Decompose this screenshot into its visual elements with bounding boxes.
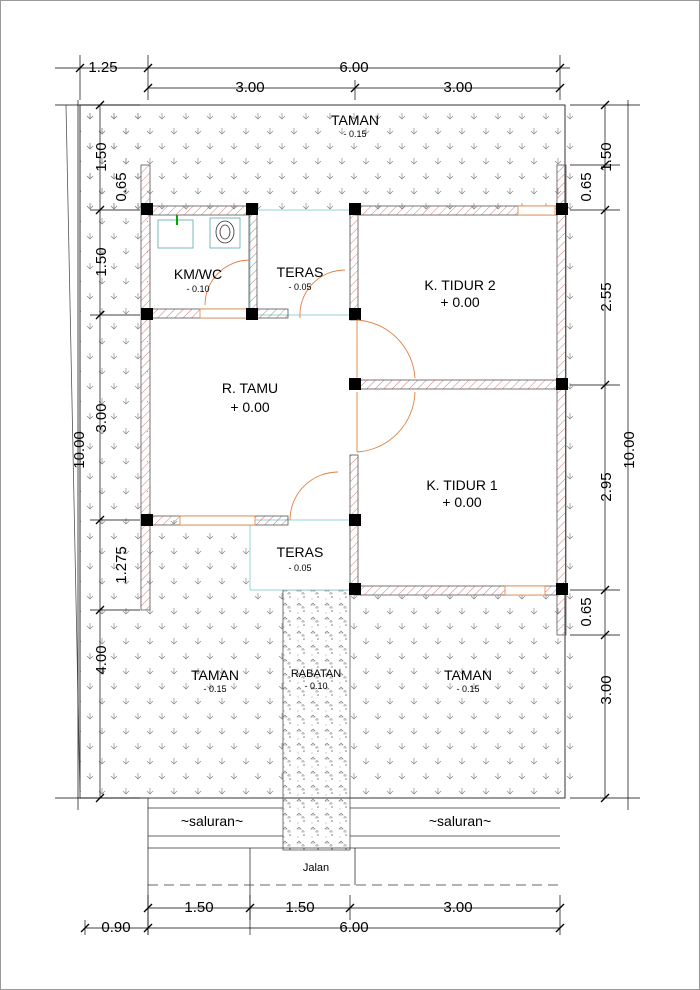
dim-top-total: 6.00 bbox=[339, 59, 368, 76]
dim-right-5: 0.65 bbox=[578, 597, 595, 626]
rabatan-path bbox=[282, 589, 351, 851]
dim-bottom-total: 6.00 bbox=[339, 919, 368, 936]
dim-bottom-1: 1.50 bbox=[184, 899, 213, 916]
room-name-taman-right: TAMAN bbox=[444, 667, 492, 683]
room-name-r-tamu: R. TAMU bbox=[222, 380, 278, 396]
teras-bottom-floor bbox=[249, 519, 351, 591]
room-level-k-tidur-1: + 0.00 bbox=[442, 494, 482, 510]
bathroom-fixtures bbox=[157, 215, 241, 249]
interior-floor bbox=[150, 209, 565, 591]
toilet bbox=[215, 220, 235, 244]
garden-left-strip bbox=[80, 105, 148, 798]
room-name-taman-left: TAMAN bbox=[191, 667, 239, 683]
dim-right-1: 1.50 bbox=[598, 142, 615, 171]
dim-left-3: 1.50 bbox=[93, 247, 110, 276]
dim-bottom-3: 3.00 bbox=[443, 899, 472, 916]
teras-top-floor bbox=[249, 209, 351, 316]
saluran-left-label: ~saluran~ bbox=[181, 813, 243, 829]
dimension-lines bbox=[55, 55, 640, 935]
saluran-right-label: ~saluran~ bbox=[429, 813, 491, 829]
toilet-base bbox=[209, 217, 241, 249]
jalan-label: Jalan bbox=[303, 862, 329, 874]
door-swing-tidur1 bbox=[356, 391, 416, 453]
garden-right-strip bbox=[565, 105, 575, 798]
dim-top-offset: 1.25 bbox=[88, 59, 117, 76]
window-tidur2 bbox=[517, 205, 556, 216]
dim-top-left-half: 3.00 bbox=[235, 79, 264, 96]
room-level-teras-bottom: - 0.05 bbox=[288, 563, 311, 573]
wall-between-bedrooms bbox=[354, 379, 558, 390]
dim-right-2: 0.65 bbox=[578, 172, 595, 201]
room-level-taman-right: - 0.15 bbox=[456, 684, 479, 694]
columns bbox=[141, 203, 568, 595]
door-swing-tidur2 bbox=[356, 319, 416, 379]
dim-right-6: 3.00 bbox=[598, 675, 615, 704]
street bbox=[147, 798, 560, 935]
room-name-k-tidur-1: K. TIDUR 1 bbox=[426, 477, 498, 493]
room-level-teras-top: - 0.05 bbox=[288, 282, 311, 292]
dim-left-6: 4.00 bbox=[93, 645, 110, 674]
window-tidur1 bbox=[504, 585, 546, 596]
room-name-taman-top: TAMAN bbox=[331, 112, 379, 128]
dim-left-4: 3.00 bbox=[93, 403, 110, 432]
dim-bottom-offset: 0.90 bbox=[101, 919, 130, 936]
wall-teras-right bbox=[349, 209, 359, 321]
door-swing-kmwc bbox=[204, 259, 251, 306]
doors bbox=[204, 259, 416, 521]
room-name-km-wc: KM/WC bbox=[174, 266, 222, 282]
wall-right bbox=[556, 164, 567, 636]
garden-bottom-right bbox=[350, 595, 565, 798]
room-name-rabatan: RABATAN bbox=[291, 668, 341, 680]
room-level-k-tidur-2: + 0.00 bbox=[440, 294, 480, 310]
dim-top-right-half: 3.00 bbox=[443, 79, 472, 96]
room-level-taman-left: - 0.15 bbox=[203, 684, 226, 694]
room-name-k-tidur-2: K. TIDUR 2 bbox=[424, 277, 496, 293]
tub bbox=[157, 219, 194, 249]
room-name-teras-top: TERAS bbox=[277, 264, 324, 280]
dim-left-5: 1.275 bbox=[113, 546, 130, 584]
room-level-rabatan: - 0.10 bbox=[304, 681, 327, 691]
dimension-texts: 1.25 6.00 3.00 3.00 10.00 1.50 0.65 1.50… bbox=[71, 59, 638, 936]
wall-kmwc-top bbox=[147, 205, 251, 216]
wall-kmwc-right bbox=[248, 209, 258, 311]
dim-left-1: 1.50 bbox=[93, 142, 110, 171]
dim-left-total: 10.00 bbox=[71, 431, 88, 469]
dim-right-3: 2.55 bbox=[598, 282, 615, 311]
window-tamu bbox=[179, 515, 256, 526]
window-kmwc bbox=[199, 308, 251, 319]
wall-left bbox=[140, 164, 151, 611]
dim-bottom-2: 1.50 bbox=[285, 899, 314, 916]
door-swing-teras bbox=[299, 269, 346, 319]
garden-areas bbox=[65, 104, 575, 799]
room-labels: TAMAN - 0.15 KM/WC - 0.10 TERAS - 0.05 K… bbox=[174, 112, 498, 874]
door-swing-main bbox=[289, 471, 339, 521]
dim-right-4: 2.95 bbox=[598, 472, 615, 501]
room-level-taman-top: - 0.15 bbox=[343, 129, 366, 139]
dim-right-total: 10.00 bbox=[621, 431, 638, 469]
room-level-km-wc: - 0.10 bbox=[186, 284, 209, 294]
dim-left-2: 0.65 bbox=[113, 172, 130, 201]
garden-top bbox=[80, 105, 565, 210]
room-level-r-tamu: + 0.00 bbox=[230, 399, 270, 415]
room-name-teras-bottom: TERAS bbox=[277, 544, 324, 560]
